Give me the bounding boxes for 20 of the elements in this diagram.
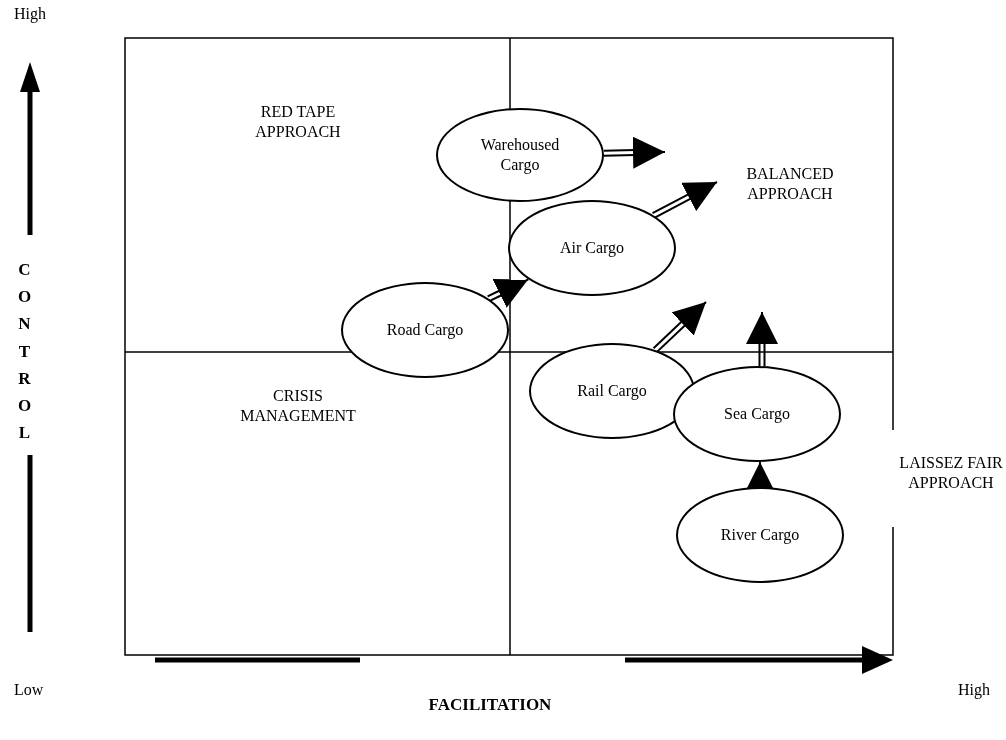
double-line-arrow (651, 181, 718, 219)
double-line-arrow (486, 278, 530, 308)
double-line-arrow (602, 136, 666, 169)
axis-title: FACILITATION (427, 694, 553, 716)
quadrant-label: RED TAPE APPROACH (254, 102, 342, 142)
quadrant-label: BALANCED APPROACH (745, 164, 835, 204)
node-label: River Cargo (720, 525, 800, 545)
axis-end-label: Low (14, 680, 45, 700)
quadrant-label: LAISSEZ FAIR APPROACH (898, 453, 1004, 493)
axis-end-label: High (14, 4, 47, 24)
node-label: Rail Cargo (577, 381, 647, 401)
double-line-arrow (652, 301, 707, 353)
node-label: Road Cargo (386, 320, 464, 340)
node-label: Air Cargo (559, 238, 625, 258)
node-label: Warehoused Cargo (479, 135, 561, 175)
node-label: Sea Cargo (724, 404, 790, 424)
quadrant-label: CRISIS MANAGEMENT (239, 386, 357, 426)
axis-title: CONTROL (16, 259, 33, 445)
axis-end-label: High (957, 680, 991, 700)
double-line-arrow (746, 311, 778, 367)
